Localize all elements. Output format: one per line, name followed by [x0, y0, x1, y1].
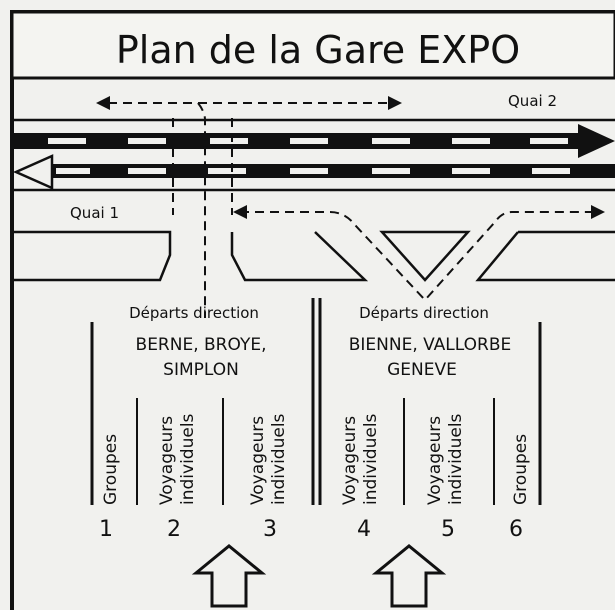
walking-routes	[108, 102, 595, 318]
zone-5-label-line2: individuels	[446, 413, 466, 505]
zone-3-label-line2: individuels	[269, 413, 289, 505]
zone-6-label: Groupes	[511, 434, 531, 505]
title-band	[10, 10, 615, 80]
zone-number-4: 4	[357, 517, 371, 542]
arrow-up-outline-icon	[191, 544, 267, 608]
departures-cities-left-line2: SIMPLON	[163, 360, 239, 380]
arrow-left-icon	[12, 154, 54, 190]
track-eastbound	[12, 124, 615, 158]
quai-1-label: Quai 1	[70, 204, 119, 222]
zone-1-label: Groupes	[101, 434, 121, 505]
zone-5-label-line1: Voyageurs	[425, 416, 445, 505]
underpass-ramp-right	[475, 231, 615, 282]
route-arrowheads	[96, 96, 605, 219]
arrow-right-icon	[578, 124, 615, 158]
page-title: Plan de la Gare EXPO	[116, 28, 520, 72]
zone-2-label-line2: individuels	[178, 413, 198, 505]
departures-heading-left: Départs direction	[129, 304, 259, 322]
zone-4-label-line2: individuels	[361, 413, 381, 505]
departures-cities-right-line2: GENEVE	[387, 360, 457, 380]
zone-number-3: 3	[263, 517, 277, 542]
underpass-ramp-center	[379, 230, 471, 282]
departures-cities-left-line1: BERNE, BROYE,	[136, 335, 267, 355]
departures-heading-right: Départs direction	[359, 304, 489, 322]
departures-cities-right-line1: BIENNE, VALLORBE	[349, 335, 512, 355]
zone-number-5: 5	[441, 517, 455, 542]
underpass-ramp-left	[230, 231, 369, 282]
track-westbound	[12, 154, 615, 190]
arrow-up-outline-icon	[371, 544, 447, 608]
zone-2-label-line1: Voyageurs	[157, 416, 177, 505]
zone-number-2: 2	[167, 517, 181, 542]
station-building-outline	[12, 230, 172, 282]
zone-number-6: 6	[509, 517, 523, 542]
zone-number-1: 1	[99, 517, 113, 542]
zone-3-label-line1: Voyageurs	[248, 416, 268, 505]
quai-2-label: Quai 2	[508, 92, 557, 110]
zone-4-label-line1: Voyageurs	[340, 416, 360, 505]
